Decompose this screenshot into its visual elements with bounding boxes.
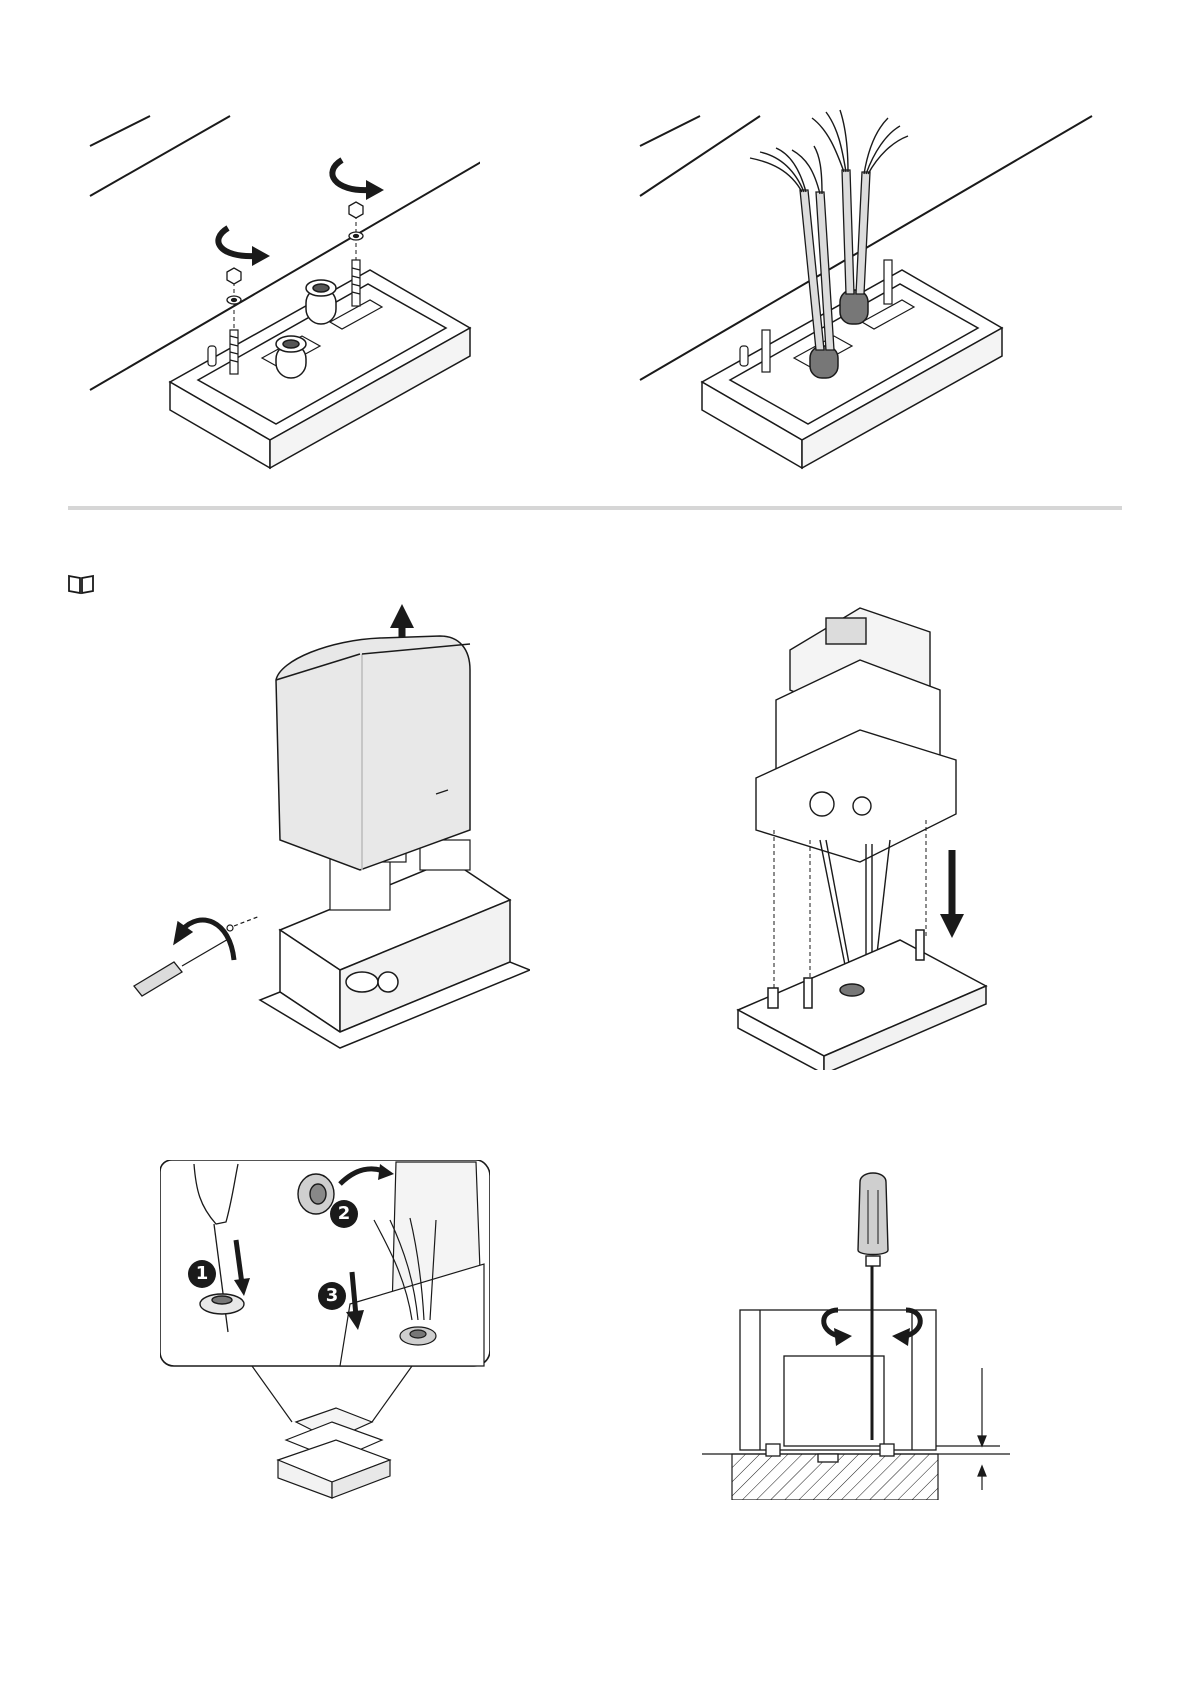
panel-anchor-plate-fixing — [80, 100, 480, 470]
panel-grommet-insertion: 1 2 3 — [160, 1160, 490, 1500]
open-book-icon — [67, 573, 95, 595]
unit-positioning-drawing — [730, 600, 1010, 1070]
operator-cover — [276, 636, 470, 870]
ground-line — [90, 116, 150, 146]
ground-line — [90, 116, 230, 196]
grommet-insertion-drawing — [160, 1160, 490, 1500]
base-slab — [738, 930, 986, 1070]
anchor-plate-fixing-drawing — [80, 100, 480, 470]
cable-wires — [750, 110, 908, 194]
step-2-badge: 2 — [330, 1200, 358, 1228]
lower-arrow-icon — [940, 850, 964, 938]
panel-cable-routing — [630, 100, 1100, 470]
height-adjustment-drawing — [700, 1160, 1030, 1500]
section-divider — [68, 506, 1122, 510]
panel-height-adjustment — [700, 1160, 1030, 1500]
cable-routing-drawing — [630, 100, 1100, 470]
step-1-badge: 1 — [188, 1260, 216, 1288]
operator-base — [260, 860, 530, 1048]
panel-cover-removal — [130, 600, 530, 1070]
panel-unit-positioning — [730, 600, 1010, 1070]
control-unit-overview — [278, 1408, 390, 1498]
cover-removal-drawing — [130, 600, 530, 1070]
height-dimension — [936, 1368, 1000, 1490]
screwdriver-icon — [134, 920, 234, 996]
step-3-badge: 3 — [318, 1282, 346, 1310]
